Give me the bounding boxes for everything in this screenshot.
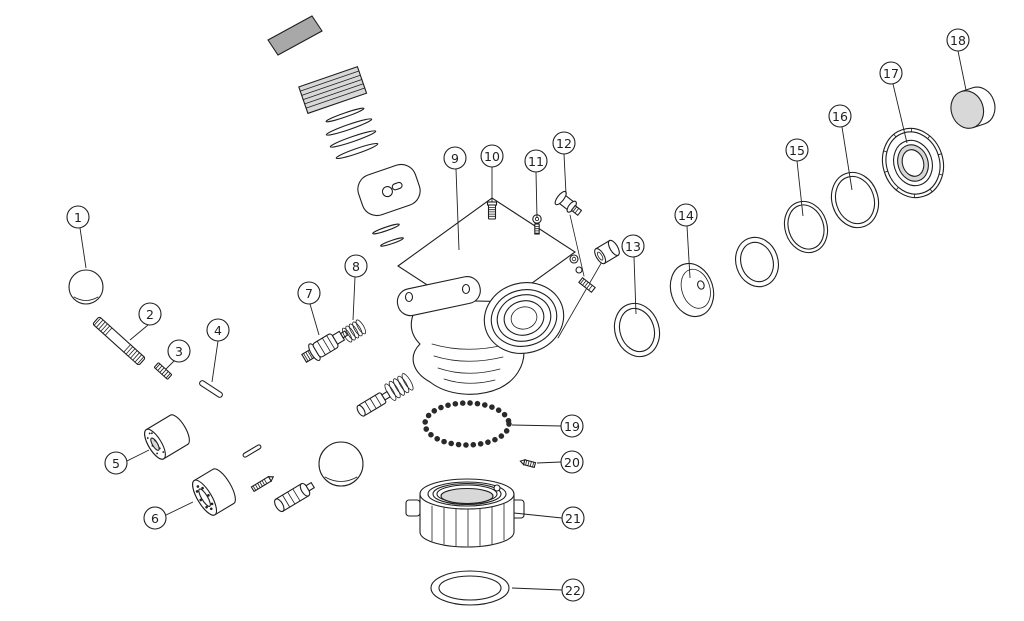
callout-22: 22 [511,578,585,602]
callout-label-15: 15 [789,143,805,158]
part-ring-a [735,236,779,288]
callout-label-19: 19 [564,419,580,434]
part-ball-large [318,441,364,487]
callout-label-16: 16 [832,109,848,124]
callout-label-8: 8 [352,259,360,274]
part-ring-b [783,200,829,254]
part-knurled-cylinder [144,414,190,460]
part-end-cap [950,86,996,129]
part-pin-small [242,444,262,458]
callout-label-9: 9 [451,151,459,166]
callout-label-18: 18 [950,33,966,48]
callout-4: 4 [206,318,230,383]
callout-14: 14 [674,203,698,279]
callout-label-5: 5 [112,456,120,471]
part-screw-vertical [486,201,498,220]
part-screw-pointed [250,475,275,493]
part-threaded-stud [92,316,146,366]
callout-label-12: 12 [556,136,572,151]
part-valve-cartridge [301,330,349,363]
part-flanged-plug [554,190,583,216]
callout-label-6: 6 [151,511,159,526]
callout-label-22: 22 [565,583,581,598]
callout-21: 21 [513,506,585,530]
part-top-gasket [267,15,323,56]
part-flange-nut [881,127,945,199]
part-coupling-nut [405,478,525,548]
callout-16: 16 [828,104,853,191]
callout-2: 2 [129,302,162,341]
callout-label-7: 7 [305,286,313,301]
callout-9: 9 [443,146,467,251]
part-cartridge-lower [274,481,316,513]
part-bottom-gasket [430,570,510,606]
part-washers-diagonal [569,214,585,277]
part-set-screw-small [154,362,172,380]
part-flat-seals [372,223,404,247]
callout-label-20: 20 [564,455,580,470]
part-dome-cover [669,262,715,318]
part-thin-washer-stack [325,107,379,160]
callout-17: 17 [879,61,908,144]
callout-7: 7 [297,281,321,336]
callout-label-3: 3 [175,344,183,359]
callout-3: 3 [165,339,191,370]
callout-6: 6 [143,501,194,530]
callout-20: 20 [536,450,584,474]
part-bead-chain-ring [422,400,512,448]
part-dowel-pin [199,380,223,398]
callout-label-11: 11 [528,154,544,169]
callout-19: 19 [511,414,584,438]
part-ball-small [68,269,104,305]
part-bezel-ring [613,302,661,358]
part-spring-upper [341,319,367,343]
part-ring-c [830,171,880,229]
callout-18: 18 [946,28,970,91]
callout-5: 5 [104,449,150,475]
callout-11: 11 [524,149,548,219]
callout-label-4: 4 [214,323,222,338]
callout-label-17: 17 [883,66,899,81]
part-outlet-cylinder [594,239,620,265]
part-valve-body [396,259,604,395]
callout-8: 8 [344,254,368,321]
callout-13: 13 [621,234,645,315]
callout-10: 10 [480,144,504,202]
part-screw-diagonal [578,276,596,294]
part-disc-stack [298,66,368,115]
callout-15: 15 [785,138,809,217]
callout-label-13: 13 [625,239,641,254]
part-knurled-ring [192,468,236,516]
part-set-screw-nut [519,458,537,469]
part-handle-hub [357,163,421,217]
part-valve-stem [356,390,391,417]
callout-12: 12 [552,131,576,195]
callout-label-2: 2 [146,307,154,322]
callout-1: 1 [66,205,90,269]
callout-label-14: 14 [678,208,694,223]
callout-label-10: 10 [484,149,500,164]
callout-label-21: 21 [565,511,581,526]
callout-label-1: 1 [74,210,82,225]
